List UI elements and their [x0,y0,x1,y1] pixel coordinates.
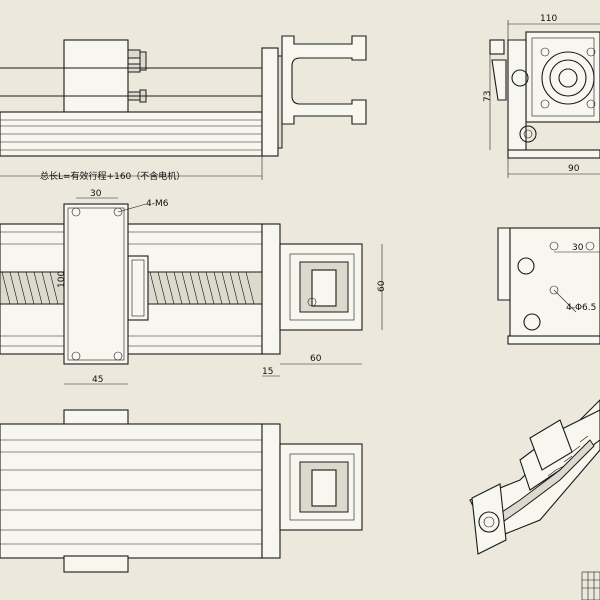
dim-thread-label: 4-M6 [146,199,169,209]
dim-side-hole-dia: 4-Φ6.5 [566,303,596,313]
dim-end-bottom-width: 90 [568,164,580,174]
side-hole-view: 30 4-Φ6.5 [497,227,600,345]
dim-carriage-width: 45 [92,375,103,385]
dim-motor-mount-height: 60 [377,280,387,292]
ball-screw-threads [1,271,255,305]
side-elevation-view [0,35,367,157]
total-length-label: 总长L=有效行程+160（不含电机） [40,170,185,182]
dim-end-block: 15 [262,367,273,377]
dim-carriage-height: 100 [57,271,67,288]
plan-view: 30 4-M6 100 45 15 60 60 [0,189,387,385]
dim-side-hole-spacing: 30 [572,243,584,253]
bottom-view [0,409,363,573]
total-length-note: 总长L=有效行程+160（不含电机） [0,156,263,182]
dim-end-width: 110 [540,14,557,24]
dim-motor-mount-length: 60 [310,354,322,364]
title-block [581,571,600,600]
end-view: 110 73 90 [483,14,600,178]
dim-end-height: 73 [483,91,493,102]
dim-hole-spacing: 30 [90,189,102,199]
isometric-view [469,399,600,555]
